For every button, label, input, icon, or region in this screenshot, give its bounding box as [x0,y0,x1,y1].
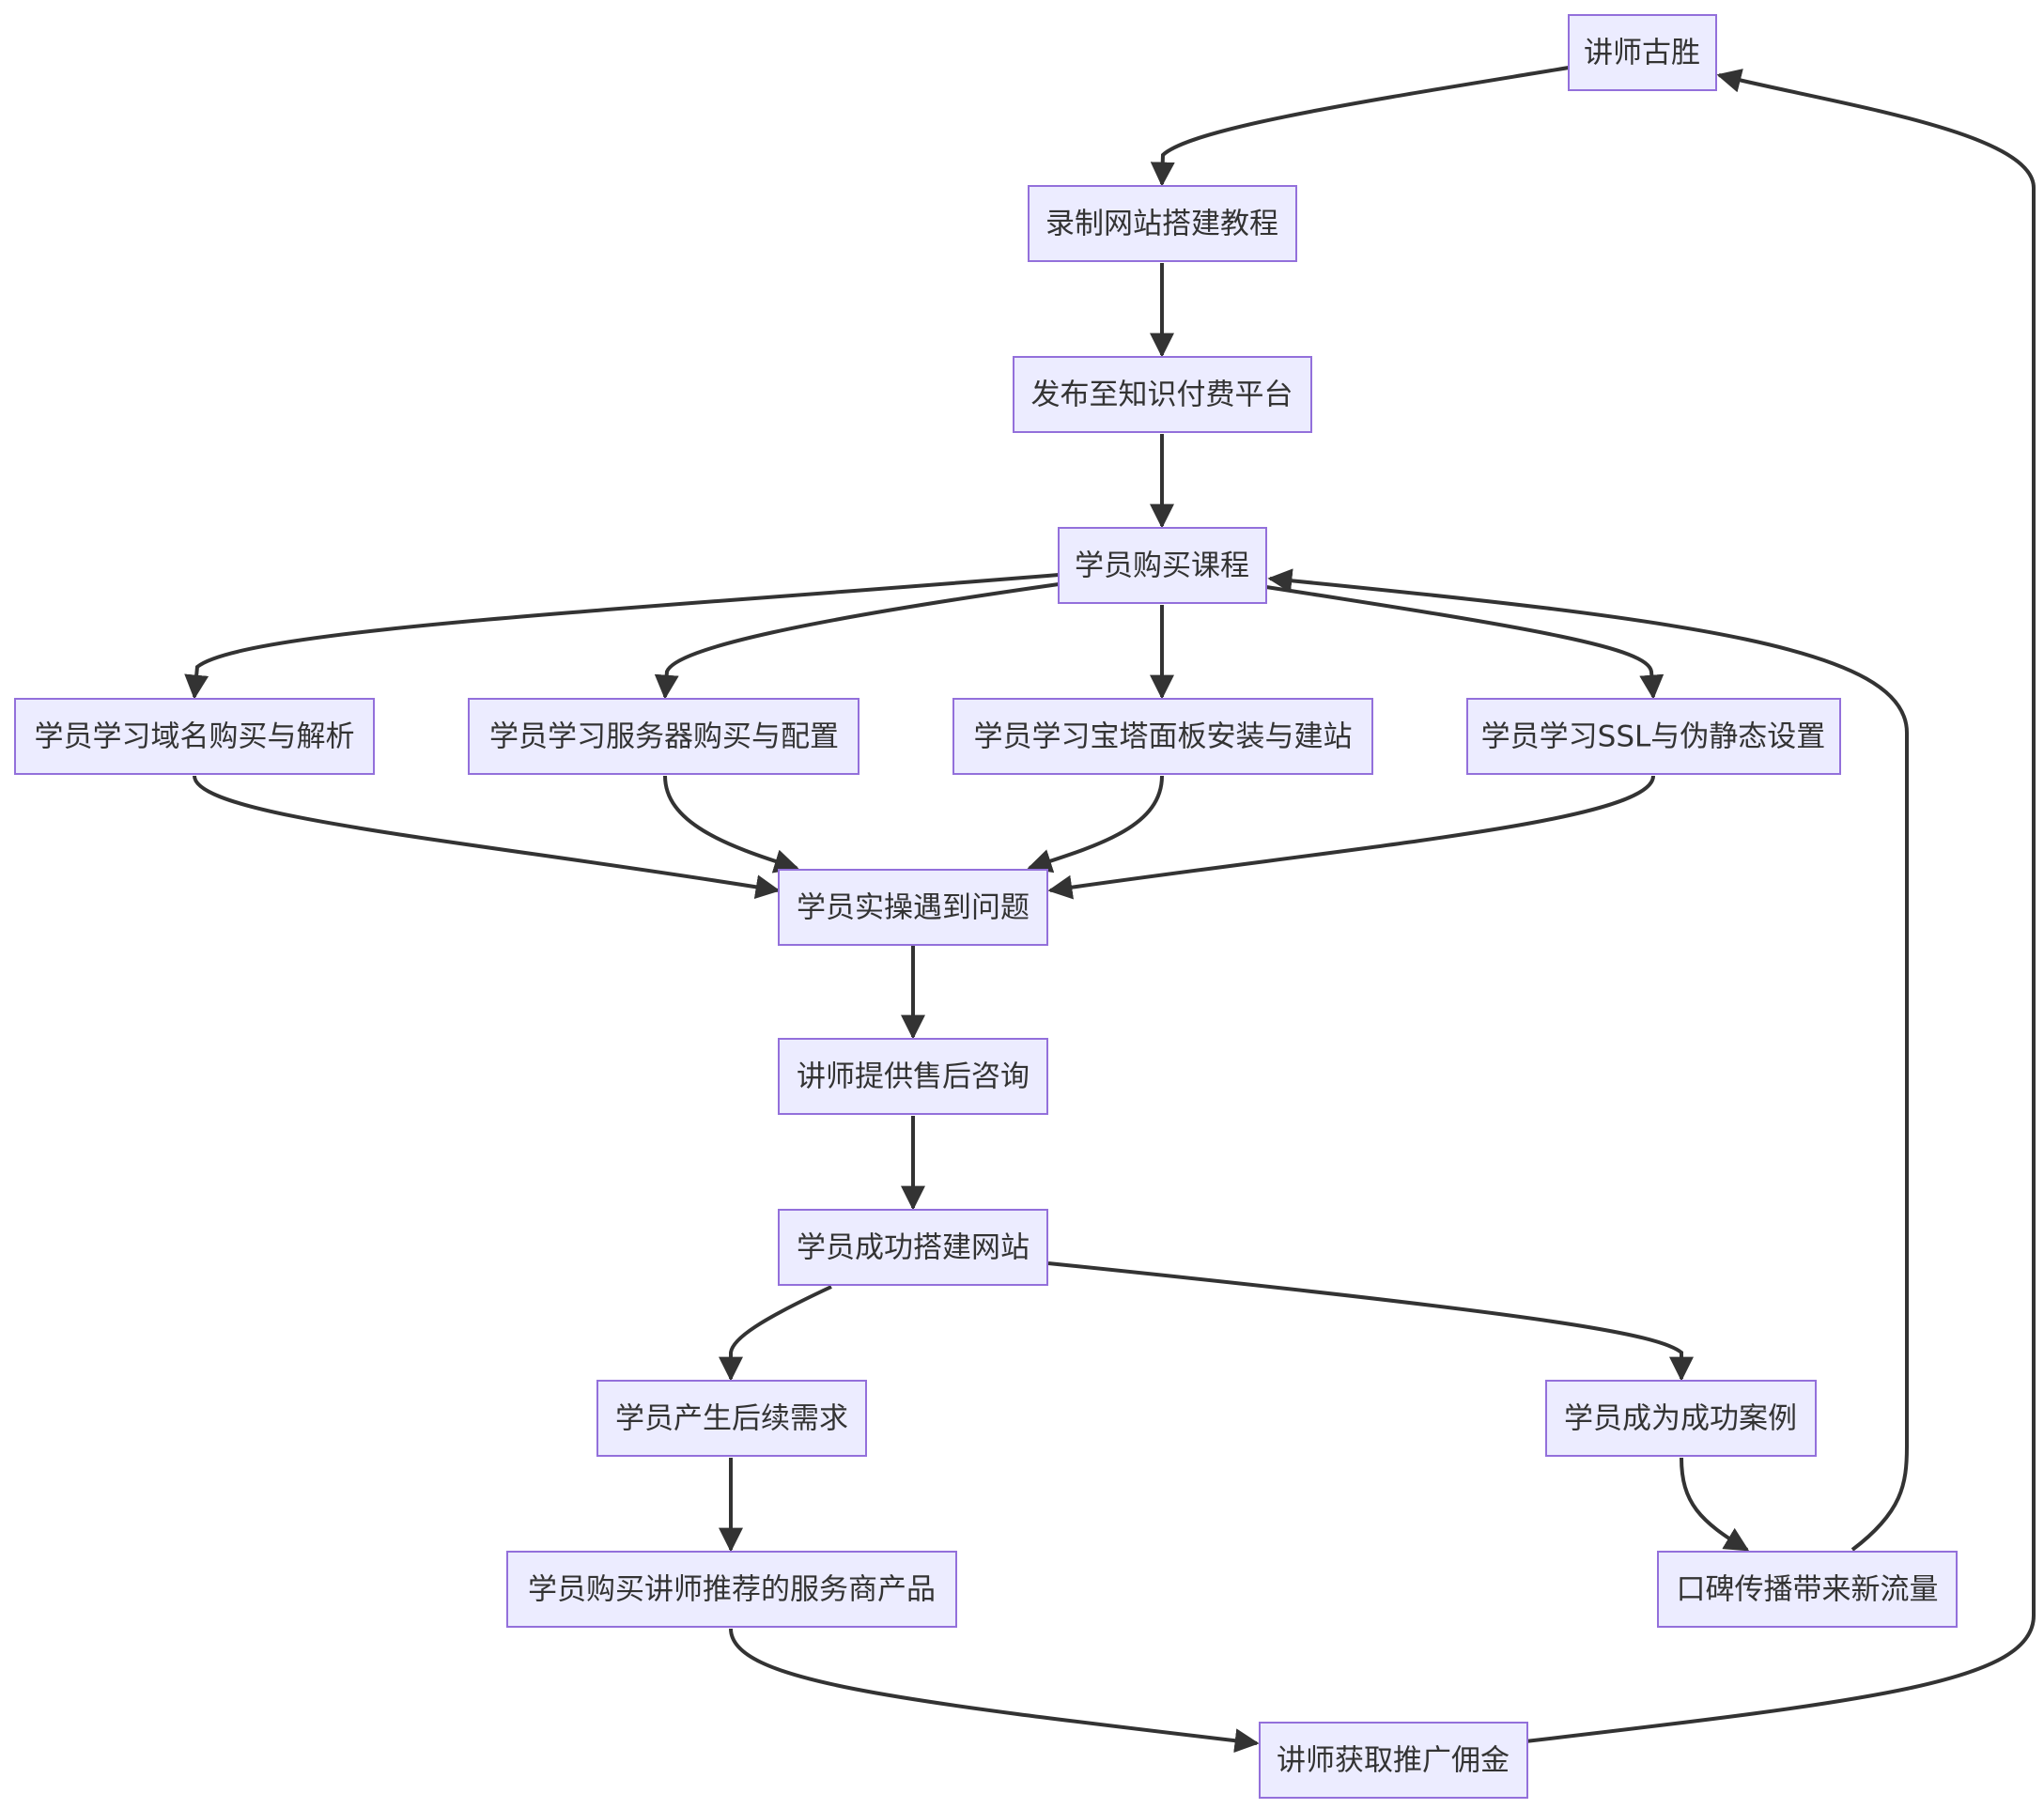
edge-n6-n9 [663,775,799,874]
edge-n14-n16 [729,1628,1260,1754]
node-label: 学员成功搭建网站 [797,1231,1030,1265]
node-n3[interactable]: 发布至知识付费平台 [1013,356,1312,433]
node-n4[interactable]: 学员购买课程 [1058,527,1267,604]
node-label: 学员学习宝塔面板安装与建站 [974,720,1353,754]
node-n11[interactable]: 学员成功搭建网站 [778,1209,1048,1286]
edge-n11-n13 [1047,1261,1694,1382]
node-label: 学员产生后续需求 [615,1402,848,1436]
edge-n13-n15 [1680,1457,1750,1552]
node-n16[interactable]: 讲师获取推广佣金 [1259,1722,1528,1799]
node-label: 讲师获取推广佣金 [1277,1744,1510,1778]
edge-n1-n2 [1150,66,1570,187]
node-label: 学员学习服务器购买与配置 [489,720,839,754]
node-n13[interactable]: 学员成为成功案例 [1545,1380,1817,1457]
node-n12[interactable]: 学员产生后续需求 [596,1380,867,1457]
node-n14[interactable]: 学员购买讲师推荐的服务商产品 [506,1551,957,1628]
node-label: 讲师提供售后咨询 [797,1060,1030,1094]
node-n15[interactable]: 口碑传播带来新流量 [1657,1551,1958,1628]
node-n8[interactable]: 学员学习SSL与伪静态设置 [1466,698,1841,775]
edge-n4-n6 [654,582,1060,700]
edge-n16-n1 [1525,69,2036,1743]
node-label: 学员实操遇到问题 [797,891,1030,925]
node-label: 口碑传播带来新流量 [1677,1573,1939,1607]
edge-n11-n12 [719,1285,832,1382]
node-n1[interactable]: 讲师古胜 [1568,14,1717,91]
node-n9[interactable]: 学员实操遇到问题 [778,869,1048,946]
node-label: 学员购买课程 [1075,549,1249,583]
nodes-layer: 讲师古胜 录制网站搭建教程 发布至知识付费平台 学员购买课程 学员学习域名购买与… [14,14,1958,1799]
edges-layer [184,66,2036,1754]
node-n2[interactable]: 录制网站搭建教程 [1028,185,1297,262]
edge-n4-n8 [1265,585,1665,700]
node-label: 录制网站搭建教程 [1045,208,1278,241]
node-n10[interactable]: 讲师提供售后咨询 [778,1038,1048,1115]
edge-n8-n9 [1047,775,1655,900]
node-label: 学员购买讲师推荐的服务商产品 [528,1573,936,1607]
edge-n15-n4 [1267,568,1909,1552]
node-n5[interactable]: 学员学习域名购买与解析 [14,698,375,775]
edge-n7-n9 [1027,775,1164,874]
node-label: 发布至知识付费平台 [1031,379,1293,412]
node-label: 学员学习SSL与伪静态设置 [1481,720,1826,754]
edge-n5-n9 [193,775,781,900]
edge-n4-n5 [184,573,1060,700]
node-label: 讲师古胜 [1584,37,1700,70]
node-label: 学员学习域名购买与解析 [35,720,355,754]
node-n7[interactable]: 学员学习宝塔面板安装与建站 [952,698,1373,775]
node-n6[interactable]: 学员学习服务器购买与配置 [468,698,859,775]
node-label: 学员成为成功案例 [1564,1402,1797,1436]
